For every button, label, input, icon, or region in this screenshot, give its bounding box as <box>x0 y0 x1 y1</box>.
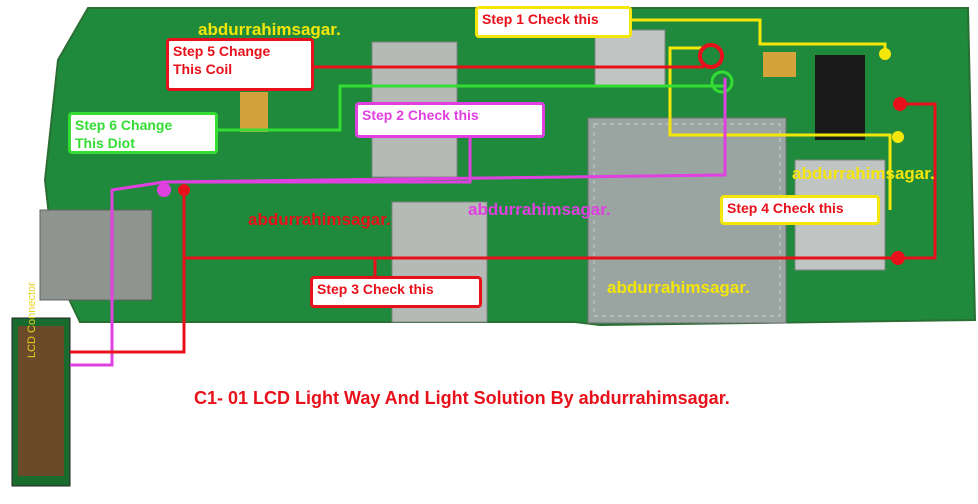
trace-step1 <box>605 18 887 54</box>
label-step6: Step 6 Change This Diot <box>68 112 218 154</box>
watermark-right: abdurrahimsagar. <box>792 164 935 183</box>
point-step4 <box>892 131 904 143</box>
lcd-connector-label: LCD Connector <box>26 282 38 358</box>
ic-chip <box>815 55 865 95</box>
diode-marker <box>710 70 734 94</box>
audio-jack <box>39 209 153 301</box>
trace-step2 <box>70 138 472 367</box>
ic-chip-2 <box>815 95 865 140</box>
trace-step1-b <box>668 46 892 210</box>
label-step5: Step 5 Change This Coil <box>166 38 314 91</box>
watermark-bottom: abdurrahimsagar. <box>607 278 750 297</box>
diagram-caption: C1- 01 LCD Light Way And Light Solution … <box>194 388 730 408</box>
point-red-a <box>178 184 190 196</box>
coil-marker <box>698 43 724 69</box>
watermark-red: abdurrahimsagar. <box>248 210 391 229</box>
point-red-c <box>891 251 905 265</box>
label-step3: Step 3 Check this <box>310 276 482 308</box>
point-step2 <box>157 183 171 197</box>
point-step1 <box>879 48 891 60</box>
coil-pads <box>240 92 268 132</box>
label-step1: Step 1 Check this <box>475 6 632 38</box>
top-shield <box>594 29 666 86</box>
trace-step6 <box>218 84 725 132</box>
tantalum-cap <box>763 52 796 77</box>
watermark-top: abdurrahimsagar. <box>198 20 341 39</box>
label-step4: Step 4 Check this <box>720 195 880 225</box>
trace-red-right <box>184 102 937 260</box>
label-step2: Step 2 Check this <box>355 102 545 138</box>
trace-red-main <box>70 190 186 354</box>
lcd-connector-body <box>18 326 64 476</box>
point-red-b <box>893 97 907 111</box>
trace-step2-b <box>163 78 727 184</box>
watermark-magenta: abdurrahimsagar. <box>468 200 611 219</box>
